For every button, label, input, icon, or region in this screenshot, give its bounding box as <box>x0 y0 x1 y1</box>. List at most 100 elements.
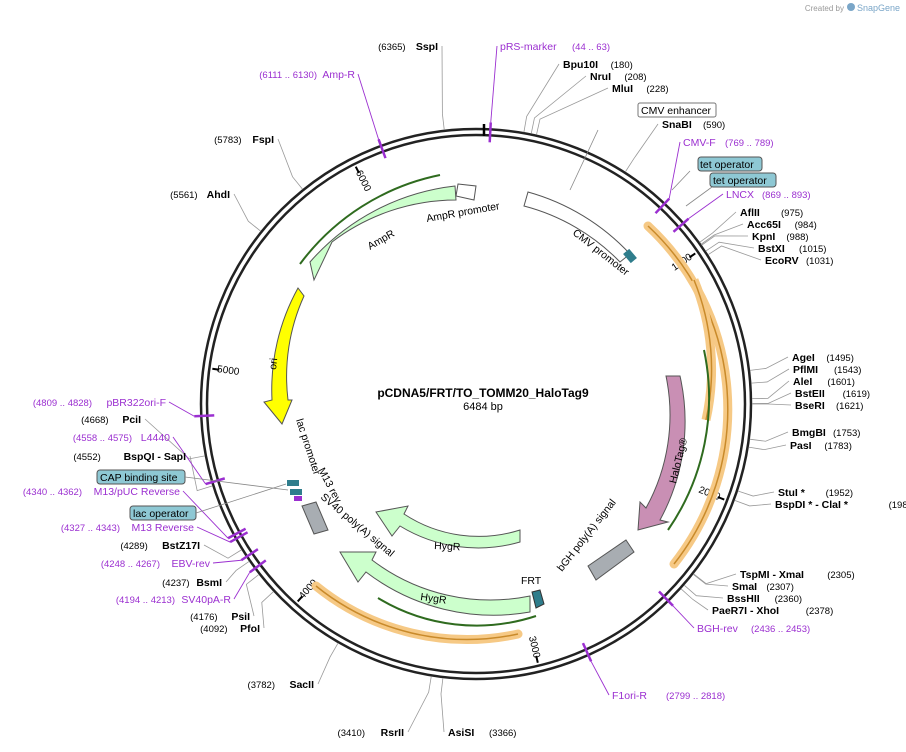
enzyme-position: (1031) <box>806 256 833 267</box>
lac-operator-label: lac operator <box>133 508 189 520</box>
enzyme-leader-snabi <box>625 123 659 173</box>
tet-operator-box-2 <box>709 172 777 188</box>
enzyme-leader-bspqi-sapi <box>189 455 213 492</box>
enzyme-position: (1495) <box>826 353 853 364</box>
enzyme-name: AgeI <box>792 352 815 364</box>
enzyme-name: Acc65I <box>747 219 781 231</box>
cap-binding-label: CAP binding site <box>100 472 178 484</box>
primer-range: (769 .. 789) <box>725 138 774 149</box>
enzyme-position: (1619) <box>843 389 870 400</box>
enzyme-position: (2307) <box>766 582 793 593</box>
enzyme-site-ahdi: AhdI(5561) <box>170 189 230 201</box>
tick-mark-1000 <box>688 252 696 259</box>
enzyme-position: (208) <box>624 72 646 83</box>
enzyme-site-pflmi: PflMI(1543) <box>793 364 861 376</box>
enzyme-leader-rsrii <box>407 676 432 733</box>
enzyme-site-paer7i-xhoi: PaeR7I - XhoI(2378) <box>712 605 833 617</box>
enzyme-site-sspi: SspI (6365) <box>378 41 438 53</box>
primer-leader-ebv-rev <box>212 559 242 564</box>
enzyme-leader-alei <box>751 380 790 400</box>
enzyme-position: (6365) <box>378 42 405 53</box>
primer-leader-sv40pa-r <box>233 572 251 600</box>
m13-mark <box>294 496 302 501</box>
enzyme-name: AsiSI <box>448 727 474 739</box>
hygr-arrow-outer <box>339 551 531 616</box>
primer-mark-m13-reverse <box>229 531 249 544</box>
enzyme-leader-psii <box>245 574 260 617</box>
enzyme-position: (2305) <box>827 570 854 581</box>
primer-leader-lncx <box>688 193 724 220</box>
enzyme-name: BspQI - SapI <box>124 451 187 463</box>
enzyme-site-smai: SmaI(2307) <box>732 581 794 593</box>
enzyme-site-pcii: PciI(4668) <box>81 414 141 426</box>
primer-range: (6111 .. 6130) <box>259 70 317 81</box>
primer-name: CMV-F <box>683 137 716 149</box>
enzyme-leader-nrui <box>530 75 587 134</box>
enzyme-leader-tspmi-xmai <box>693 573 737 585</box>
enzyme-site-bstxi: BstXI(1015) <box>758 243 826 255</box>
enzyme-position: (3410) <box>338 728 365 739</box>
tick-label-6000: 6000 <box>353 169 373 194</box>
enzyme-position: (1783) <box>824 441 851 452</box>
primer-range: (4327 .. 4343) <box>61 523 120 534</box>
cap-site-mark <box>290 489 302 495</box>
primer-mark-m13-puc-reverse <box>227 527 247 540</box>
enzyme-leader-bpu10i <box>523 63 560 133</box>
enzyme-site-bsshii: BssHII(2360) <box>727 593 802 605</box>
enzyme-leader-asisi <box>440 677 445 733</box>
tick-mark-3000 <box>535 655 539 663</box>
enzyme-leader-pcii <box>144 418 205 460</box>
enzyme-leader-acc65i <box>700 223 744 245</box>
primer-range: (44 .. 63) <box>572 42 610 53</box>
primer-leader-cmv-f <box>668 141 681 199</box>
primer-mark-amp-r <box>377 138 387 159</box>
enzyme-leader-bspdi-clai <box>734 499 772 507</box>
primer-mark-prs-marker <box>488 122 492 143</box>
enzyme-name: BssHII <box>727 593 760 605</box>
enzyme-position: (228) <box>646 84 668 95</box>
orange-band-bottom-line <box>315 585 519 641</box>
tet-operator-box-1 <box>697 156 763 172</box>
enzyme-name: BstZ17I <box>162 540 200 552</box>
enzyme-leader-ecorv <box>707 245 762 261</box>
ori-arrow <box>263 287 305 425</box>
enzyme-position: (1753) <box>833 428 860 439</box>
enzyme-site-snabi: SnaBI (590) <box>662 119 725 131</box>
primer-mark-f1ori-r <box>581 642 593 662</box>
primer-amp-r: Amp-R (6111 .. 6130) <box>259 69 355 81</box>
enzyme-position: (590) <box>703 120 725 131</box>
primer-sv40pa-r: SV40pA-R(4194 .. 4213) <box>116 594 232 606</box>
feature-label-hygr-1: HygR <box>434 540 461 553</box>
primer-range: (869 .. 893) <box>762 190 811 201</box>
enzyme-position: (975) <box>781 208 803 219</box>
enzyme-name: SspI <box>416 41 438 53</box>
primer-leader-prs-marker <box>490 45 498 123</box>
credit-prefix: Created by <box>805 4 844 13</box>
enzyme-name: StuI * <box>778 487 806 499</box>
enzyme-site-alei: AleI(1601) <box>793 376 855 388</box>
enzyme-labels: SspI(6365)Bpu10I(180)NruI(208)MluI(228)S… <box>73 41 906 739</box>
ampr-promoter-arrow <box>455 183 477 201</box>
enzyme-name: PaeR7I - XhoI <box>712 605 779 617</box>
enzyme-site-psii: PsiI(4176) <box>190 611 250 623</box>
enzyme-name: NruI <box>590 71 611 83</box>
enzyme-position: (3366) <box>489 728 516 739</box>
enzyme-site-bpu10i: Bpu10I(180) <box>563 59 633 71</box>
enzyme-name: SnaBI <box>662 119 692 131</box>
enzyme-site-bmgbi: BmgBI (1753) <box>792 427 860 439</box>
enzyme-name: PciI <box>122 414 141 426</box>
enzyme-position: (1543) <box>834 365 861 376</box>
primer-name: Amp-R <box>322 69 355 81</box>
primer-leader-f1ori-r <box>590 661 610 696</box>
tick-mark-5000 <box>212 367 220 371</box>
enzyme-name: BmgBI <box>792 427 826 439</box>
enzyme-name: AflII <box>740 207 760 219</box>
feature-label-ampr: AmpR <box>366 227 398 252</box>
enzyme-leader-ahdi <box>233 193 262 232</box>
enzyme-name: BseRI <box>795 400 825 412</box>
primer-labels: pRS-marker(44 .. 63)Amp-R(6111 .. 6130)C… <box>23 41 811 702</box>
enzyme-position: (1989) <box>889 500 906 511</box>
enzyme-leader-mlui <box>536 87 609 135</box>
enzyme-site-pasi: PasI(1783) <box>790 440 852 452</box>
